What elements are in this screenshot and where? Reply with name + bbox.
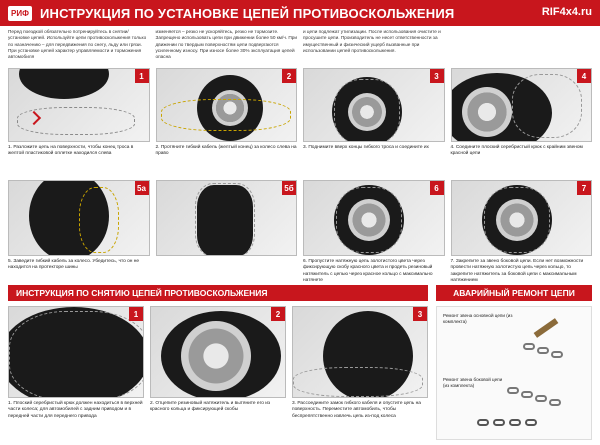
chain-link-icon [523,343,535,350]
step-number: 1 [134,69,149,83]
step-number: 3 [429,69,444,83]
install-steps-row2: 5а 5. Заведите гибкий кабель за колесо. … [8,180,592,283]
step-card: 7 7. Закрепите за звено боковой цепи. Ес… [450,180,592,285]
brand-logo: РИФ [8,5,32,21]
removal-card: 1 1. Плоский серебристый крюк должен нах… [8,306,144,420]
removal-section-title: ИНСТРУКЦИЯ ПО СНЯТИЮ ЦЕПЕЙ ПРОТИВОСКОЛЬЖ… [8,285,428,301]
removal-card: 3 3. Рассоедините замок гибкого кабеля и… [292,306,428,420]
chain-link-icon [509,419,521,426]
step-photo: 1 [8,68,150,142]
step-number: 7 [577,181,591,195]
step-caption: 1. Плоский серебристый крюк должен наход… [8,401,143,419]
step-caption: 7. Закрепите за звено боковой цепи. Если… [450,259,584,284]
step-caption: 3. Поднимите вверх концы гибкого троса и… [303,145,429,150]
step-caption: 2. Отцепите резиновый натяжитель и вытян… [150,401,271,413]
install-steps-row1: 1 1. Разложите цепь на поверхности, чтоб… [8,68,592,160]
step-number: 2 [282,69,296,83]
step-number: 6 [429,181,444,195]
chain-link-icon [537,347,549,354]
chain-link-icon [551,351,563,358]
intro-text: Перед поездкой обязательно потренируйтес… [8,29,592,63]
step-number: 5а [134,181,149,195]
step-caption: 6. Пропустите натяжную цепь золотистого … [303,259,433,284]
page-title: ИНСТРУКЦИЯ ПО УСТАНОВКЕ ЦЕПЕЙ ПРОТИВОСКО… [40,5,455,21]
removal-steps: 1 1. Плоский серебристый крюк должен нах… [8,306,428,420]
header-bar: РИФ ИНСТРУКЦИЯ ПО УСТАНОВКЕ ЦЕПЕЙ ПРОТИВ… [0,0,600,26]
step-caption: 2. Протяните гибкий кабель (желтый конец… [155,145,297,157]
step-photo: 7 [450,180,592,256]
repair-label-main: Ремонт звена основной цепи (из комплекта… [443,313,513,324]
step-caption: 4. Соедините плоский серебристый крюк с … [450,145,583,157]
step-number: 3 [413,307,427,321]
step-caption: 5. Заведите гибкий кабель за колесо. Убе… [8,259,140,271]
step-photo: 5а [8,180,150,256]
intro-col: и цепи подлежат утилизации. После исполь… [303,29,441,54]
chain-link-icon [493,419,505,426]
hammer-icon [533,318,559,338]
step-card: 6 6. Пропустите натяжную цепь золотистог… [303,180,445,285]
step-number: 5б [282,181,296,195]
step-photo: 5б [155,180,297,256]
repair-panel: Ремонт звена основной цепи (из комплекта… [436,306,592,440]
step-card: 5а 5. Заведите гибкий кабель за колесо. … [8,180,150,285]
intro-col [451,29,593,63]
removal-photo: 1 [8,306,144,398]
step-number: 1 [129,307,143,321]
step-card: 3 3. Поднимите вверх концы гибкого троса… [303,68,445,160]
chain-link-icon [507,387,519,394]
chain-link-icon [549,399,561,406]
removal-photo: 2 [150,306,286,398]
removal-card: 2 2. Отцепите резиновый натяжитель и выт… [150,306,286,420]
step-card: 5б [155,180,297,285]
step-photo: 3 [303,68,445,142]
site-link[interactable]: RIF4x4.ru [541,6,592,18]
intro-col: Перед поездкой обязательно потренируйтес… [8,29,147,60]
step-number: 2 [271,307,285,321]
step-photo: 4 [450,68,592,142]
step-photo: 2 [155,68,297,142]
chain-link-icon [525,419,537,426]
removal-photo: 3 [292,306,428,398]
chain-link-icon [535,395,547,402]
chain-link-icon [521,391,533,398]
step-caption: 1. Разложите цепь на поверхности, чтобы … [8,145,134,157]
step-photo: 6 [303,180,445,256]
intro-col: изменяется – резко не ускоряйтесь, резко… [155,29,297,60]
step-card: 1 1. Разложите цепь на поверхности, чтоб… [8,68,150,160]
step-card: 2 2. Протяните гибкий кабель (желтый кон… [155,68,297,160]
chain-link-icon [477,419,489,426]
repair-section-title: АВАРИЙНЫЙ РЕМОНТ ЦЕПИ [436,285,592,301]
repair-label-side: Ремонт звена боковой цепи (из комплекта) [443,377,503,388]
step-caption: 3. Рассоедините замок гибкого кабеля и о… [292,401,421,419]
step-number: 4 [577,69,591,83]
step-card: 4 4. Соедините плоский серебристый крюк … [450,68,592,160]
